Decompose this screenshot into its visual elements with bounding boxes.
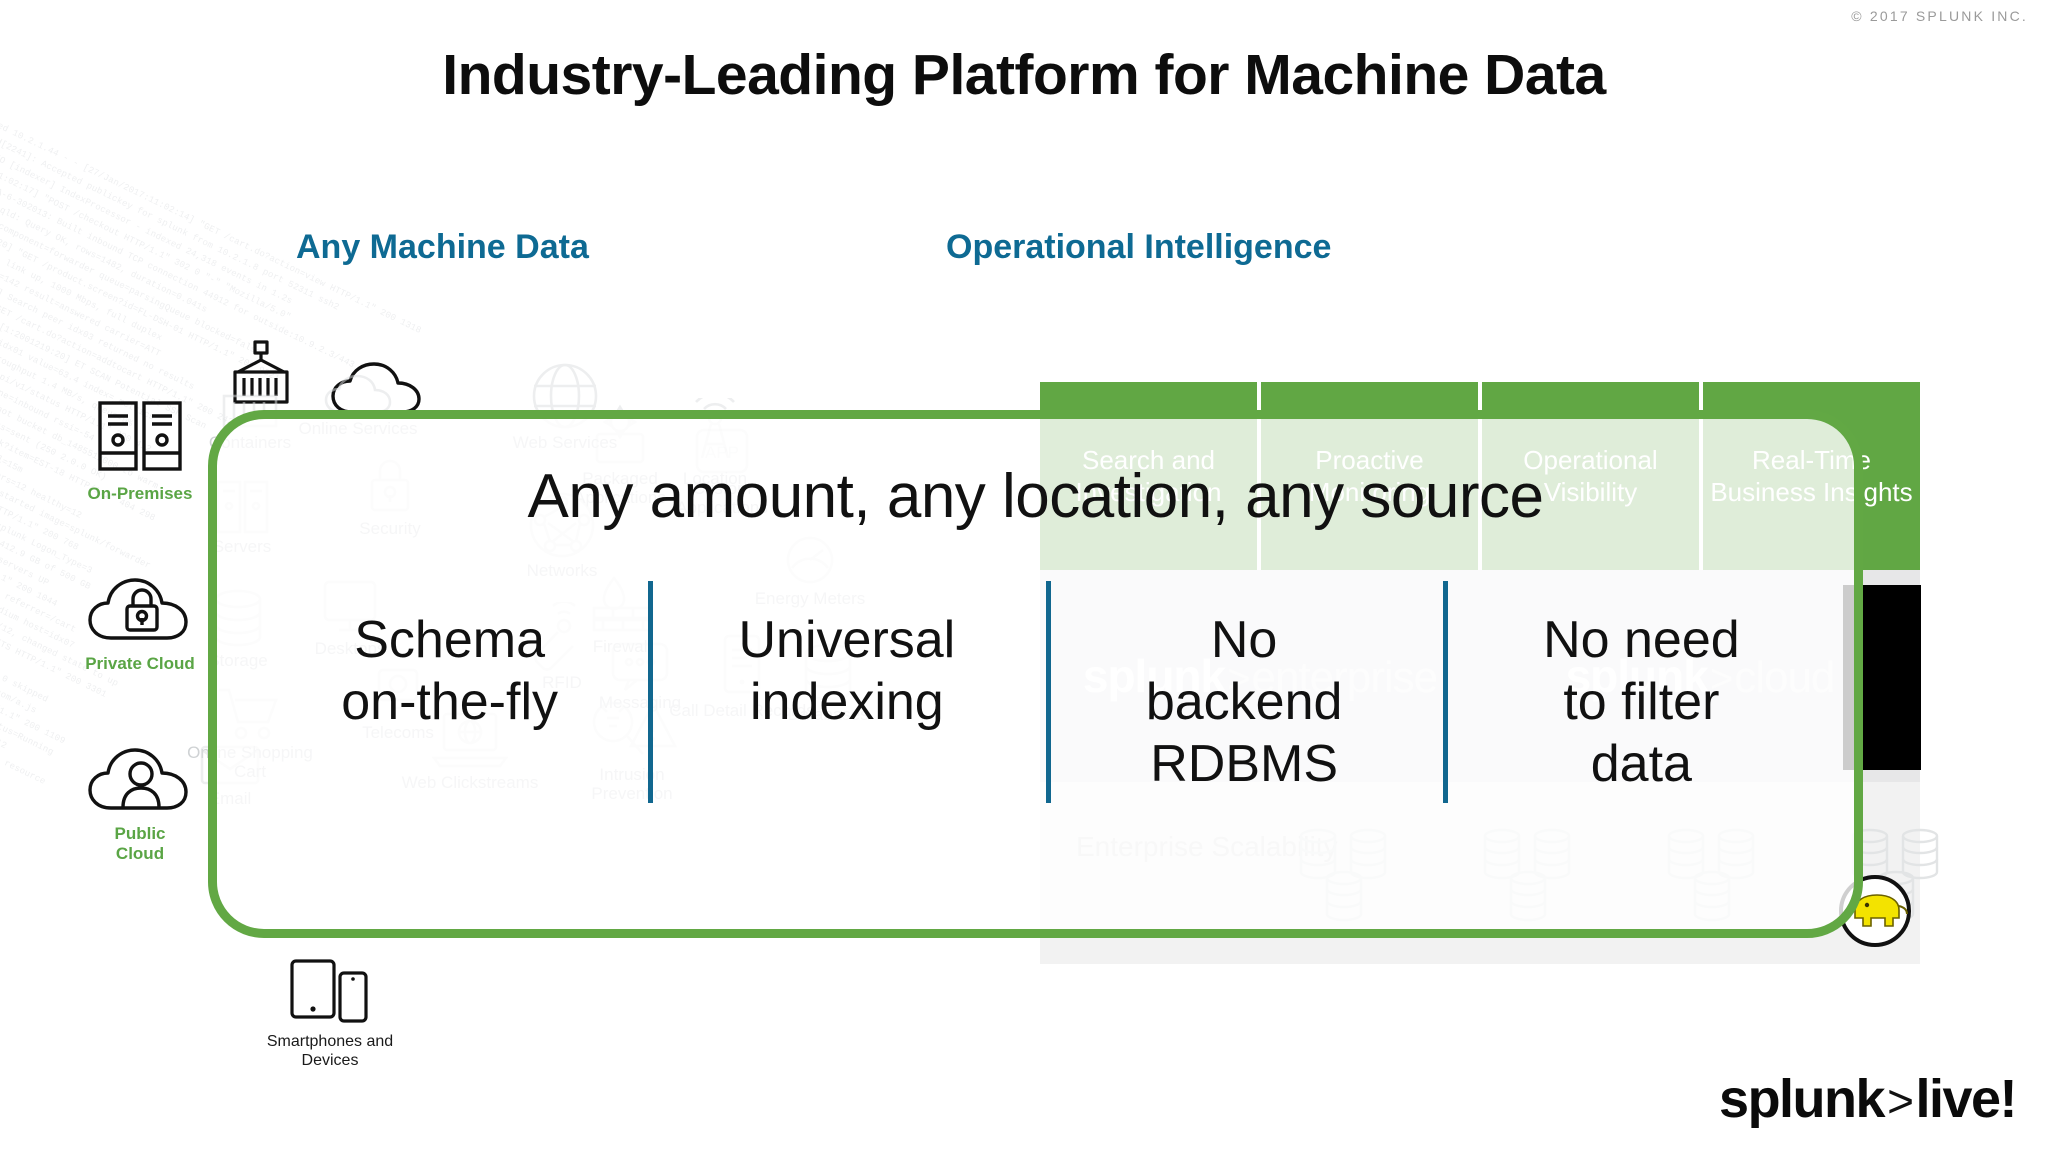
deployment-label: Private Cloud bbox=[85, 654, 195, 673]
splunk-wordmark: splunk bbox=[1719, 1069, 1886, 1129]
chevron-icon: > bbox=[1887, 1075, 1914, 1127]
deployment-on-premises: On-Premises bbox=[60, 400, 220, 504]
servers-icon bbox=[60, 400, 220, 480]
callout-point-text: Universal indexing bbox=[738, 611, 956, 731]
copyright-notice: © 2017 SPLUNK INC. bbox=[1851, 8, 2028, 24]
page-title: Industry-Leading Platform for Machine Da… bbox=[442, 43, 1606, 107]
callout-point-universal-indexing: Universal indexing bbox=[648, 581, 1045, 891]
splunklive-logo: splunk > live! bbox=[1719, 1068, 2017, 1130]
deployment-label: On-Premises bbox=[87, 484, 193, 503]
callout-points: Schema on-the-fly Universal indexing No … bbox=[251, 581, 1840, 891]
callout-headline: Any amount, any location, any source bbox=[527, 462, 1544, 531]
callout-overlay-card: Any amount, any location, any source Sch… bbox=[208, 410, 1863, 938]
smartphones-icon bbox=[289, 959, 371, 1029]
shipping-container-icon bbox=[230, 340, 314, 419]
heading-operational-intelligence: Operational Intelligence bbox=[946, 228, 1332, 266]
callout-point-text: No backend RDBMS bbox=[1145, 611, 1343, 793]
source-smartphones-and-devices: Smartphones and Devices bbox=[255, 955, 405, 1070]
deployment-column: On-Premises Private Cloud bbox=[60, 400, 220, 930]
private-cloud-lock-icon bbox=[60, 570, 220, 650]
public-cloud-user-icon bbox=[60, 740, 220, 820]
divider bbox=[648, 581, 654, 803]
divider bbox=[1045, 581, 1051, 803]
source-label: Smartphones and Devices bbox=[266, 1033, 394, 1069]
deployment-private-cloud: Private Cloud bbox=[60, 570, 220, 674]
live-wordmark: live! bbox=[1915, 1069, 2017, 1129]
callout-point-text: Schema on-the-fly bbox=[341, 611, 558, 731]
deployment-label: Public Cloud bbox=[114, 824, 166, 863]
callout-point-schema-on-the-fly: Schema on-the-fly bbox=[251, 581, 648, 891]
callout-point-no-need-to-filter-data: No need to filter data bbox=[1442, 581, 1840, 891]
heading-any-machine-data: Any Machine Data bbox=[296, 228, 589, 266]
callout-point-no-backend-rdbms: No backend RDBMS bbox=[1045, 581, 1443, 891]
callout-point-text: No need to filter data bbox=[1543, 611, 1740, 793]
deployment-public-cloud: Public Cloud bbox=[60, 740, 220, 864]
cloud-icon bbox=[330, 362, 422, 423]
divider bbox=[1442, 581, 1448, 803]
